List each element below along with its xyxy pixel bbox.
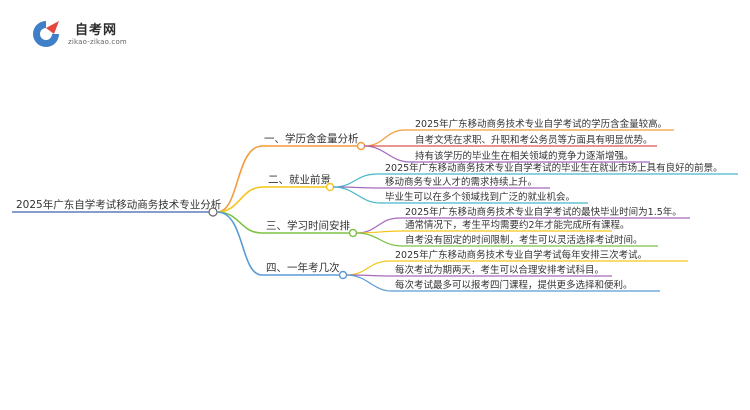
branch-3: 三、学习时间安排 2025年广东移动商务技术专业自学考试的最快毕业时间为1.5年…	[216, 206, 690, 247]
root-label: 2025年广东自学考试移动商务技术专业分析	[16, 198, 222, 211]
branch-3-node[interactable]	[348, 228, 358, 238]
branch-1-label[interactable]: 一、学历含金量分析	[264, 132, 359, 145]
branch-4: 四、一年考几次 2025年广东移动商务技术专业自学考试每年安排三次考试。 每次考…	[216, 211, 688, 292]
branch-1-connector	[216, 145, 358, 213]
branch-2-node[interactable]	[325, 182, 335, 192]
branch-4-item-3: 每次考试最多可以报考四门课程，提供更多选择和便利。	[395, 279, 633, 291]
root-node[interactable]	[208, 207, 218, 217]
branch-2-leaf-link-3	[332, 186, 588, 204]
branch-4-node[interactable]	[338, 270, 348, 280]
branch-4-leaf-link-3	[345, 274, 660, 292]
branch-1-item-3: 持有该学历的毕业生在相关领域的竞争力逐渐增强。	[415, 150, 634, 162]
branch-3-leaf-link-3	[355, 232, 658, 247]
branch-2-item-1: 2025年广东移动商务技术专业自学考试的毕业生在就业市场上具有良好的前景。	[385, 162, 723, 174]
branch-1: 一、学历含金量分析 2025年广东移动商务技术专业自学考试的学历含金量较高。 自…	[216, 118, 674, 213]
branch-2-item-3: 毕业生可以在多个领域找到广泛的就业机会。	[385, 191, 575, 203]
branch-2-item-2: 移动商务专业人才的需求持续上升。	[385, 176, 537, 188]
branch-4-connector	[216, 211, 340, 276]
logo-mark-icon	[33, 21, 59, 47]
branch-1-leaf-link-3	[363, 145, 650, 163]
branch-4-item-2: 每次考试为期两天，考生可以合理安排考试科目。	[395, 264, 604, 276]
branch-3-item-2: 通常情况下，考生平均需要约2年才能完成所有课程。	[405, 219, 630, 231]
site-logo[interactable]: 自考网 zikao-zikao.com	[30, 18, 140, 52]
branch-1-node[interactable]	[356, 141, 366, 151]
branch-3-label[interactable]: 三、学习时间安排	[266, 219, 350, 232]
branch-3-item-1: 2025年广东移动商务技术专业自学考试的最快毕业时间为1.5年。	[405, 206, 682, 218]
branch-1-item-2: 自考文凭在求职、升职和考公务员等方面具有明显优势。	[415, 134, 653, 146]
branch-4-item-1: 2025年广东移动商务技术专业自学考试每年安排三次考试。	[395, 249, 647, 261]
branch-2-label[interactable]: 二、就业前景	[268, 173, 331, 186]
branch-1-item-1: 2025年广东移动商务技术专业自学考试的学历含金量较高。	[415, 118, 667, 130]
branch-3-leaf-link-2	[355, 230, 612, 234]
branch-3-item-3: 自考没有固定的时间限制，考生可以灵活选择考试时间。	[405, 234, 643, 246]
branch-2-connector	[216, 186, 327, 213]
branch-2: 二、就业前景 2025年广东移动商务技术专业自学考试的毕业生在就业市场上具有良好…	[216, 162, 738, 213]
branch-4-label[interactable]: 四、一年考几次	[266, 261, 340, 274]
logo-title: 自考网	[75, 23, 118, 38]
logo-subtitle: zikao-zikao.com	[68, 38, 127, 46]
